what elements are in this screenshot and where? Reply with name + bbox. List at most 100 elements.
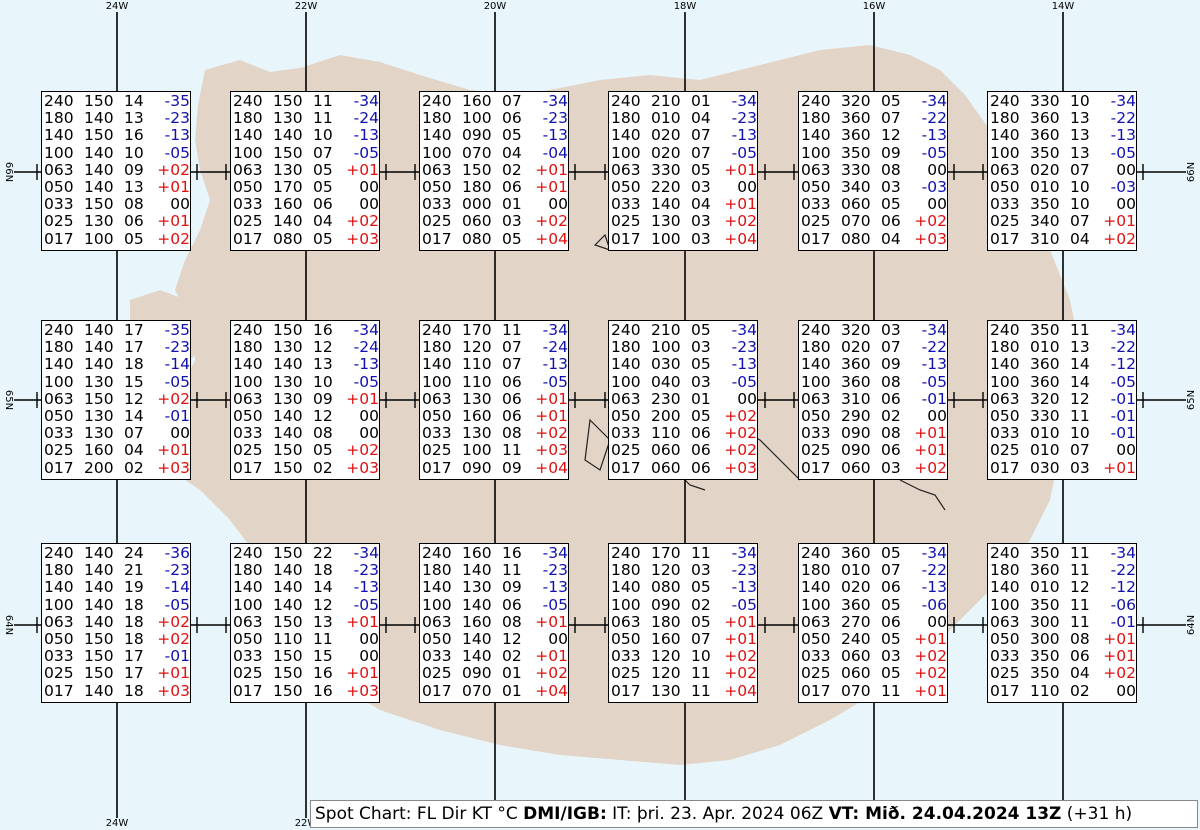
temperature: 00 xyxy=(359,424,379,443)
wind-direction: 330 xyxy=(841,160,871,179)
temperature: +02 xyxy=(157,160,190,179)
wind-direction: 100 xyxy=(84,229,114,248)
wind-speed: 08 xyxy=(124,195,144,214)
flight-level: 240 xyxy=(611,544,641,562)
wind-direction: 230 xyxy=(651,389,681,408)
flight-level: 240 xyxy=(990,321,1020,339)
wind-speed: 02 xyxy=(1070,681,1090,700)
wind-direction: 210 xyxy=(651,92,681,110)
flight-level: 025 xyxy=(990,664,1020,683)
temperature: +02 xyxy=(914,458,947,477)
longitude-label: 24W xyxy=(106,1,129,12)
temperature: +02 xyxy=(346,212,379,231)
flight-level: 063 xyxy=(611,389,641,408)
wind-direction: 010 xyxy=(1030,578,1060,597)
wind-direction: 360 xyxy=(841,595,871,614)
flight-level: 050 xyxy=(611,630,641,649)
flight-level: 100 xyxy=(611,143,641,162)
flight-level: 017 xyxy=(611,458,641,477)
wind-speed: 16 xyxy=(313,664,333,683)
temperature: +02 xyxy=(535,212,568,231)
wind-direction: 350 xyxy=(1030,647,1060,666)
wind-direction: 360 xyxy=(841,355,871,374)
wind-speed: 10 xyxy=(1070,178,1090,197)
temperature: 00 xyxy=(359,647,379,666)
wind-speed: 06 xyxy=(502,407,522,426)
caption-issue-time: IT: þri. 23. Apr. 2024 06Z xyxy=(606,804,829,824)
temperature: +01 xyxy=(535,178,568,197)
flight-level: 017 xyxy=(990,229,1020,248)
flight-level: 050 xyxy=(801,630,831,649)
temperature: -03 xyxy=(921,178,947,197)
flight-level: 033 xyxy=(611,424,641,443)
wind-direction: 220 xyxy=(651,178,681,197)
wind-speed: 18 xyxy=(124,681,144,700)
wind-speed: 01 xyxy=(691,92,711,110)
flight-level: 033 xyxy=(233,647,263,666)
wind-direction: 150 xyxy=(273,441,303,460)
wind-speed: 04 xyxy=(1070,229,1090,248)
latitude-label: 66N xyxy=(3,162,14,182)
temperature: +01 xyxy=(914,681,947,700)
wind-direction: 350 xyxy=(1030,195,1060,214)
wind-speed: 08 xyxy=(881,160,901,179)
temperature: -34 xyxy=(731,321,757,339)
flight-level: 033 xyxy=(801,424,831,443)
flight-level: 025 xyxy=(801,664,831,683)
wind-direction: 320 xyxy=(1030,389,1060,408)
wind-speed: 13 xyxy=(1070,109,1090,128)
wind-speed: 04 xyxy=(1070,664,1090,683)
flight-level: 050 xyxy=(44,630,74,649)
temperature: +01 xyxy=(724,160,757,179)
temperature: -34 xyxy=(1110,92,1136,110)
flight-level: 180 xyxy=(233,109,263,128)
flight-level: 017 xyxy=(422,458,452,477)
wind-speed: 18 xyxy=(124,355,144,374)
wind-speed: 10 xyxy=(313,126,333,145)
wind-speed: 05 xyxy=(502,229,522,248)
wind-direction: 140 xyxy=(84,595,114,614)
wind-direction: 060 xyxy=(462,212,492,231)
temperature: -13 xyxy=(164,126,190,145)
flight-level: 017 xyxy=(44,681,74,700)
wind-direction: 060 xyxy=(841,458,871,477)
temperature: -05 xyxy=(164,372,190,391)
flight-level: 180 xyxy=(44,561,74,580)
wind-speed: 03 xyxy=(881,458,901,477)
wind-speed: 05 xyxy=(691,612,711,631)
flight-level: 240 xyxy=(44,321,74,339)
wind-speed: 11 xyxy=(313,92,333,110)
temperature: +02 xyxy=(157,389,190,408)
wind-speed: 11 xyxy=(881,681,901,700)
temperature: -05 xyxy=(542,372,568,391)
wind-direction: 140 xyxy=(84,338,114,357)
temperature: -23 xyxy=(731,561,757,580)
flight-level: 063 xyxy=(44,160,74,179)
flight-level: 240 xyxy=(611,92,641,110)
